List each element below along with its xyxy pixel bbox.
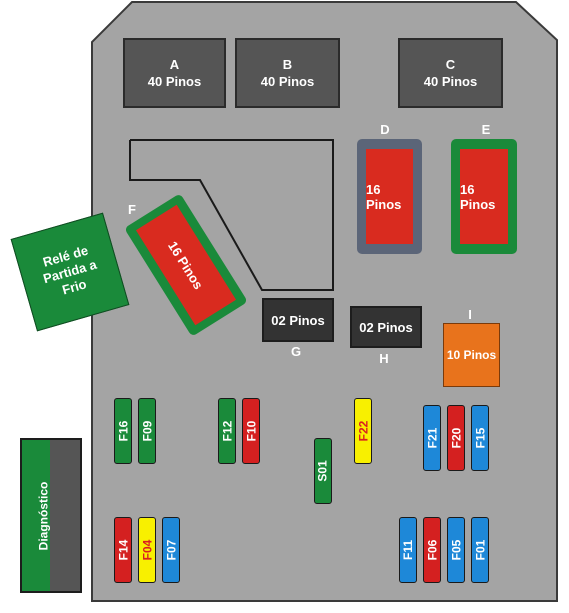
connector-a: A 40 Pinos — [123, 38, 226, 108]
fuse-f22: F22 — [354, 398, 372, 464]
fuse-f20: F20 — [447, 405, 465, 471]
fuse-f01-label: F01 — [473, 539, 487, 561]
connector-d-body: 16 Pinos — [366, 149, 413, 244]
connector-g-letter: G — [290, 344, 302, 359]
fuse-f10-label: F10 — [244, 420, 258, 442]
connector-h-letter: H — [379, 351, 389, 366]
fuse-s01: S01 — [314, 438, 332, 504]
fuse-f04-label: F04 — [140, 539, 154, 561]
connector-h: 02 Pinos — [350, 306, 422, 348]
fuse-f12: F12 — [218, 398, 236, 464]
fuse-f11-label: F11 — [401, 539, 416, 561]
connector-e-body: 16 Pinos — [460, 149, 508, 244]
fuse-f05-label: F05 — [449, 539, 463, 561]
connector-f-letter: F — [128, 202, 136, 217]
cold-start-relay-label: Relé de Partida a Frio — [41, 242, 99, 298]
fuse-f16-label: F16 — [116, 420, 130, 442]
fuse-f07-label: F07 — [164, 539, 178, 561]
connector-c: C 40 Pinos — [398, 38, 503, 108]
fuse-s01-label: S01 — [316, 460, 331, 482]
fuse-f09: F09 — [138, 398, 156, 464]
fuse-f22-label: F22 — [356, 420, 370, 442]
connector-b-letter: B — [282, 57, 293, 72]
fuse-f16: F16 — [114, 398, 132, 464]
fuse-f06: F06 — [423, 517, 441, 583]
connector-a-pins: 40 Pinos — [147, 74, 202, 89]
connector-f-pins: 16 Pinos — [165, 238, 207, 292]
connector-b: B 40 Pinos — [235, 38, 340, 108]
fuse-f09-label: F09 — [140, 420, 154, 442]
fuse-f04: F04 — [138, 517, 156, 583]
connector-c-pins: 40 Pinos — [423, 74, 478, 89]
connector-a-letter: A — [169, 57, 180, 72]
connector-i-letter: I — [468, 307, 472, 322]
fuse-f15: F15 — [471, 405, 489, 471]
connector-c-letter: C — [445, 57, 456, 72]
fuse-f06-label: F06 — [425, 539, 439, 561]
fuse-f21: F21 — [423, 405, 441, 471]
fuse-f05: F05 — [447, 517, 465, 583]
connector-d-letter: D — [380, 122, 390, 137]
connector-d: 16 Pinos — [357, 139, 422, 254]
diagnostic-label: Diagnóstico — [36, 481, 51, 550]
connector-i: 10 Pinos — [443, 323, 500, 387]
connector-g-pins: 02 Pinos — [271, 312, 325, 328]
connector-b-pins: 40 Pinos — [260, 74, 315, 89]
fuse-f21-label: F21 — [425, 427, 439, 449]
connector-e-pins: 16 Pinos — [460, 181, 496, 212]
fuse-f14: F14 — [114, 517, 132, 583]
fuse-f11: F11 — [399, 517, 417, 583]
relay-bay-outline — [129, 139, 334, 291]
connector-g: 02 Pinos — [262, 298, 334, 342]
fuse-f07: F07 — [162, 517, 180, 583]
fuse-f20-label: F20 — [449, 427, 463, 449]
fuse-f14-label: F14 — [116, 539, 130, 561]
fuse-f15-label: F15 — [473, 427, 487, 449]
connector-i-pins: 10 Pinos — [446, 348, 497, 362]
fuse-f10: F10 — [242, 398, 260, 464]
connector-h-pins: 02 Pinos — [359, 319, 413, 335]
diagnostic-connector: Diagnóstico — [20, 438, 82, 593]
connector-e: 16 Pinos — [451, 139, 517, 254]
connector-d-pins: 16 Pinos — [366, 181, 402, 212]
connector-e-letter: E — [481, 122, 491, 137]
fuse-f01: F01 — [471, 517, 489, 583]
fuse-f12-label: F12 — [220, 420, 234, 442]
